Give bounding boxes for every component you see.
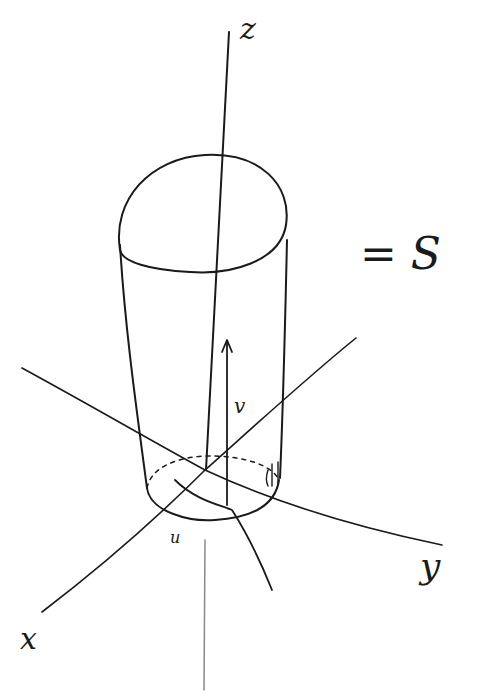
x-axis	[42, 338, 356, 612]
z-axis-below	[204, 540, 205, 690]
axis-label: x	[20, 624, 37, 654]
z-axis	[206, 32, 229, 470]
cylinder-side	[120, 245, 147, 488]
v-line	[226, 342, 228, 505]
tick-mark	[267, 462, 279, 486]
axis-label: z	[240, 14, 256, 44]
bottom-rim-hidden	[147, 456, 279, 488]
arrow-head	[222, 340, 232, 352]
top-rim	[119, 155, 287, 273]
surface-label: = S	[360, 232, 441, 276]
parameter-label: v	[234, 396, 245, 416]
cylinder-side	[280, 240, 287, 478]
parameter-label: u	[170, 530, 180, 546]
u-curve	[175, 480, 272, 590]
bottom-rim	[147, 480, 279, 520]
axis-label: y	[420, 548, 440, 584]
y-axis	[22, 368, 442, 545]
